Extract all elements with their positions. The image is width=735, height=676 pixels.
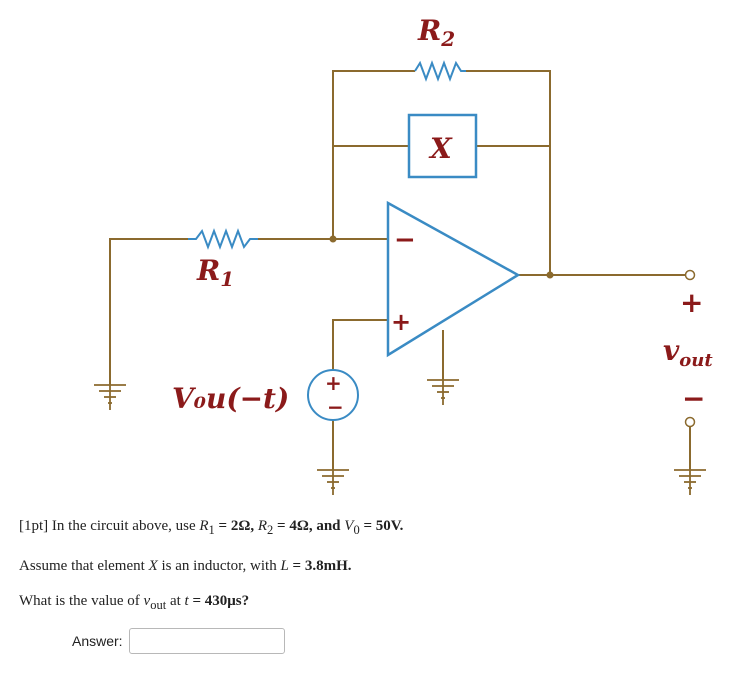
ground-icon-left: [94, 384, 126, 410]
r2-label: R2: [417, 14, 455, 51]
r1-resistor-icon: [188, 228, 258, 250]
r1-wire-left: [109, 238, 188, 385]
junction-dot-input: [329, 235, 337, 243]
x-element-box: [407, 113, 478, 179]
vout-label: vout: [663, 334, 713, 371]
ground-icon-opamp: [427, 379, 459, 405]
r2-resistor-icon: [414, 60, 466, 82]
source-label: V₀u(−t): [172, 382, 289, 415]
source-minus-sign: −: [327, 395, 344, 419]
opamp-minus-sign: −: [394, 225, 416, 255]
question-line-2: Assume that element X is an inductor, wi…: [19, 558, 352, 574]
source-plus-sign: +: [325, 371, 342, 395]
opamp-plus-sign: +: [391, 308, 411, 336]
vout-plus-sign: +: [680, 286, 703, 319]
answer-row: Answer:: [72, 628, 285, 654]
question-line-3: What is the value of vout at t = 430μs?: [19, 593, 250, 612]
r1-label: R1: [196, 254, 234, 291]
question-line-1: [1pt] In the circuit above, use R1 = 2Ω,…: [19, 518, 404, 537]
x-label: X: [428, 132, 453, 165]
out-terminal-plus: [684, 269, 696, 281]
out-terminal-minus: [684, 416, 696, 428]
junction-dot-output: [546, 271, 554, 279]
opamp-triangle: [386, 200, 521, 358]
answer-input[interactable]: [128, 628, 285, 654]
plus-input-wire: [332, 319, 388, 370]
ground-icon-output: [674, 469, 706, 495]
r2-wire-right: [466, 70, 551, 275]
ground-icon-source: [317, 469, 349, 495]
r2-wire-left: [332, 70, 415, 239]
circuit-diagram: R2 R1 X − + V₀u(−t) + − + vout −: [94, 14, 713, 495]
voltage-source-icon: [307, 369, 359, 421]
vout-minus-sign: −: [682, 382, 705, 415]
answer-label: Answer:: [72, 633, 123, 649]
